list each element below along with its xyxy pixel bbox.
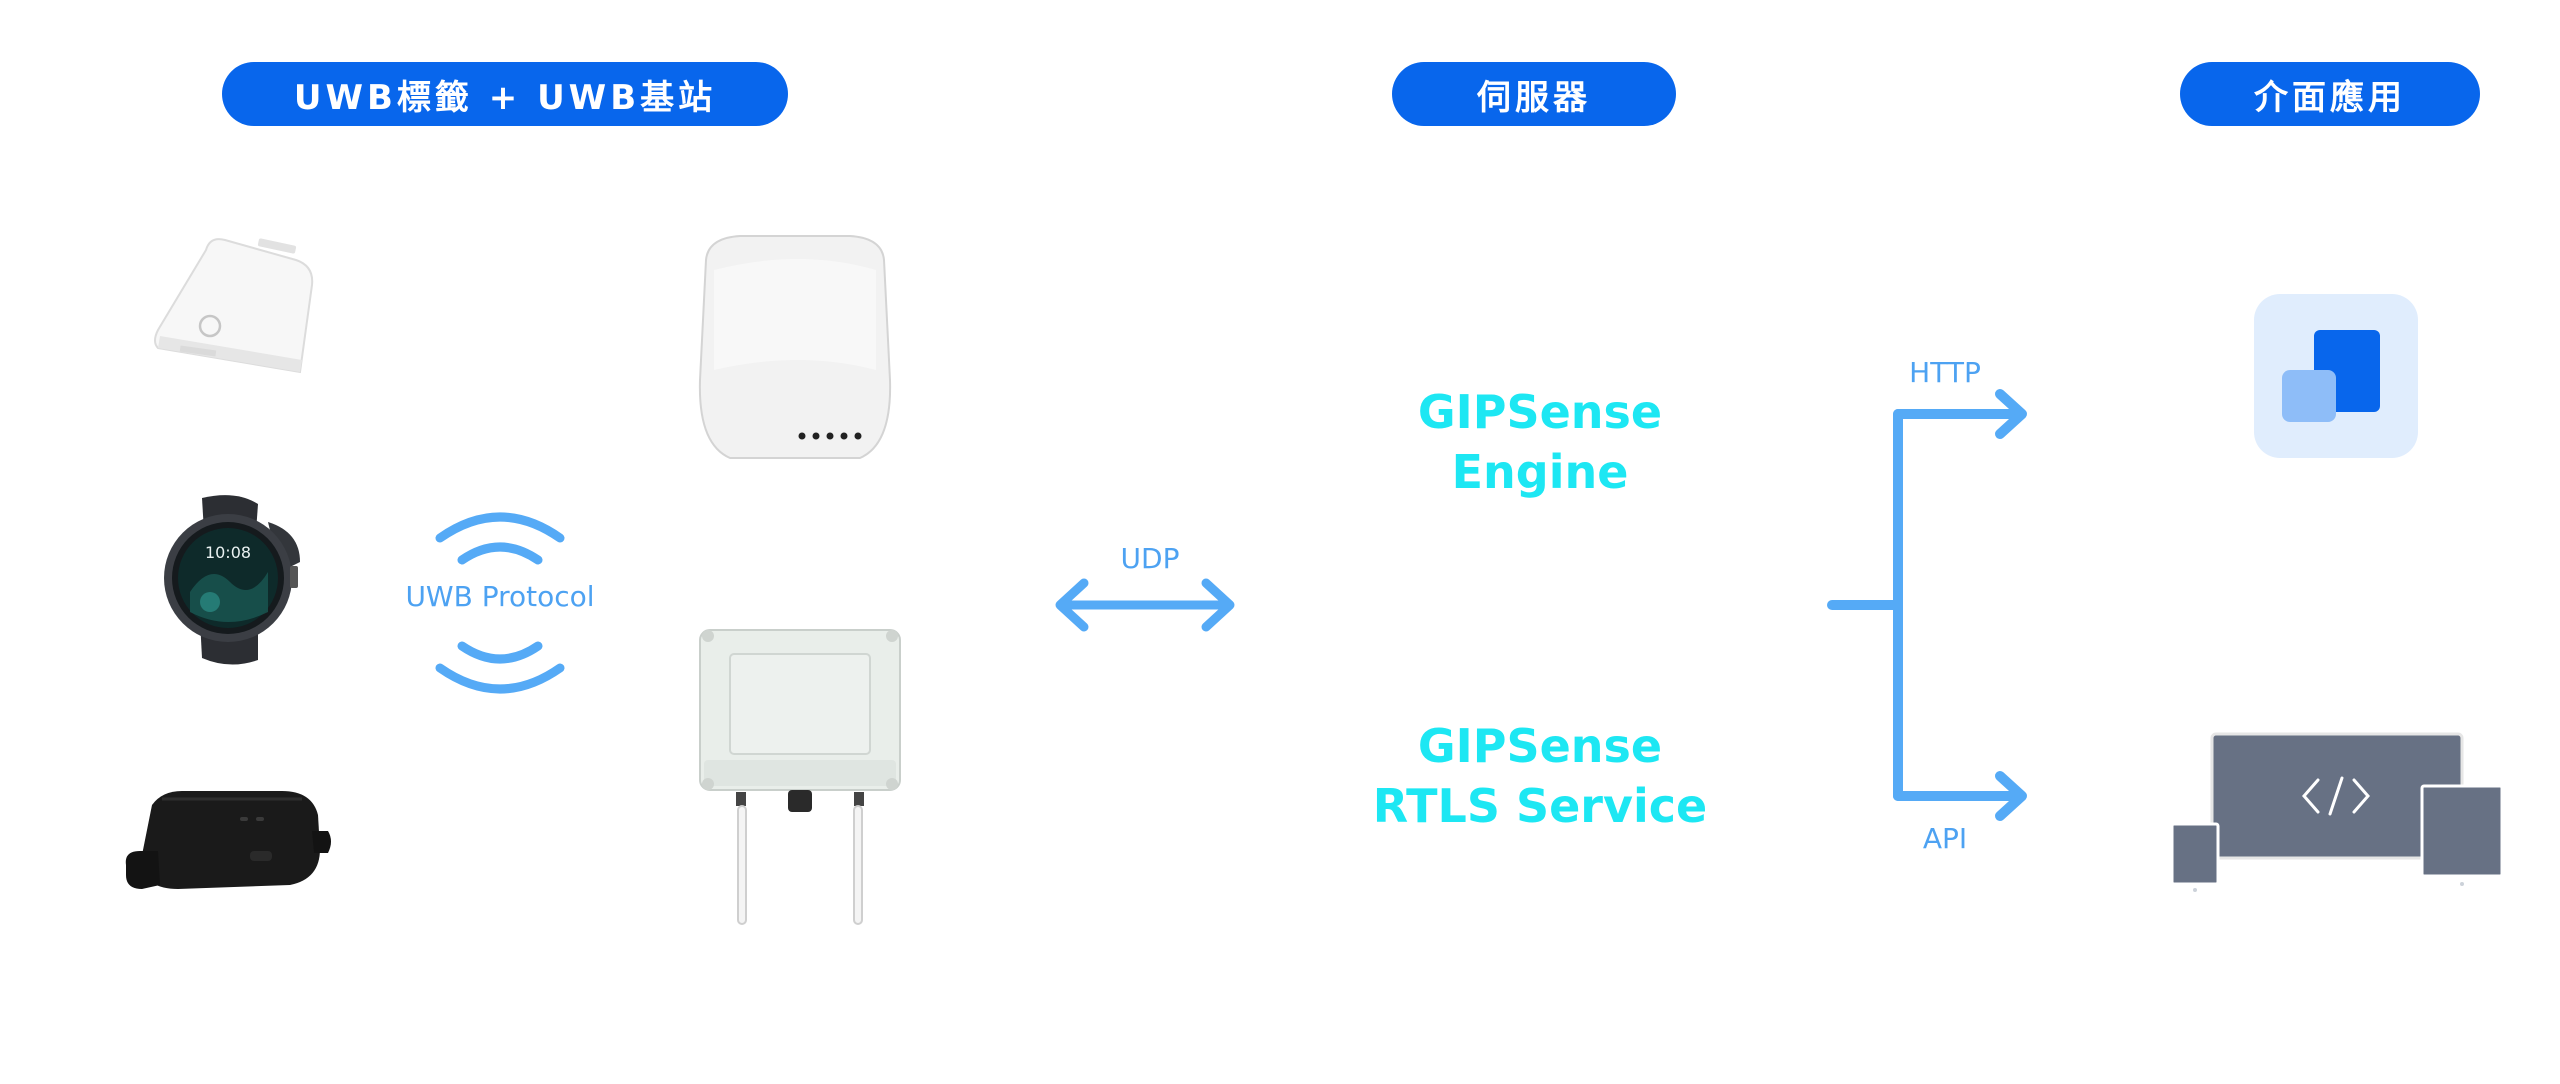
engine-line1: GIPSense (1417, 385, 1663, 439)
dashboard-app-icon (2254, 294, 2418, 458)
uwb-tag-card-image (154, 238, 314, 374)
uwb-protocol-label: UWB Protocol (405, 580, 595, 613)
rtls-line1: GIPSense (1417, 719, 1663, 773)
uwb-watch-image: 10:08 (164, 495, 300, 665)
header-server: 伺服器 (1392, 62, 1676, 126)
engine-title: GIPSense Engine (1330, 382, 1750, 502)
svg-text:10:08: 10:08 (205, 543, 251, 562)
rtls-service-title: GIPSense RTLS Service (1330, 716, 1750, 836)
api-devices-icon (2170, 732, 2504, 892)
rtls-line2: RTLS Service (1372, 779, 1708, 833)
uwb-wave-bottom-icon (435, 641, 565, 694)
http-label: HTTP (1909, 356, 1981, 389)
uwb-black-tag-image (125, 791, 331, 889)
udp-bidirectional-arrow-icon (1055, 578, 1235, 632)
engine-line2: Engine (1451, 445, 1629, 499)
uwb-indoor-anchor-image (698, 235, 892, 459)
uwb-wave-top-icon (435, 512, 565, 565)
api-label: API (1922, 822, 1968, 855)
branch-arrow-icon (1827, 389, 2027, 821)
udp-label: UDP (1120, 542, 1180, 575)
header-interface: 介面應用 (2180, 62, 2480, 126)
header-devices: UWB標籤 + UWB基站 (222, 62, 788, 126)
uwb-outdoor-anchor-image (699, 629, 901, 925)
